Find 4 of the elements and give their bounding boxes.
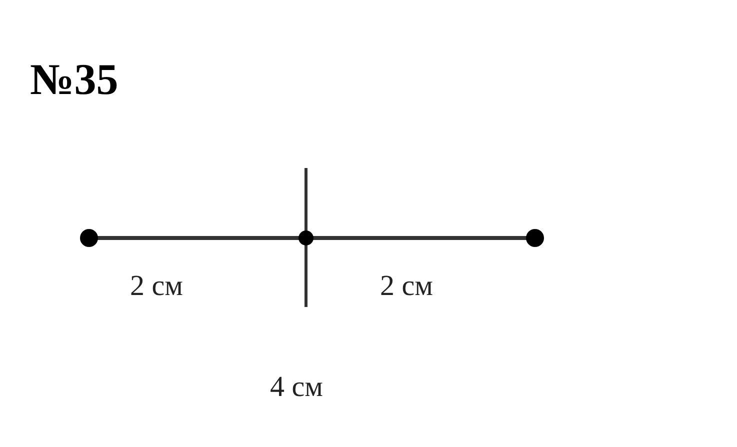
problem-number: №35 [30, 58, 118, 102]
length-label: 2 см [380, 272, 433, 301]
length-label: 2 см [130, 272, 183, 301]
length-label: 4 см [270, 373, 323, 402]
